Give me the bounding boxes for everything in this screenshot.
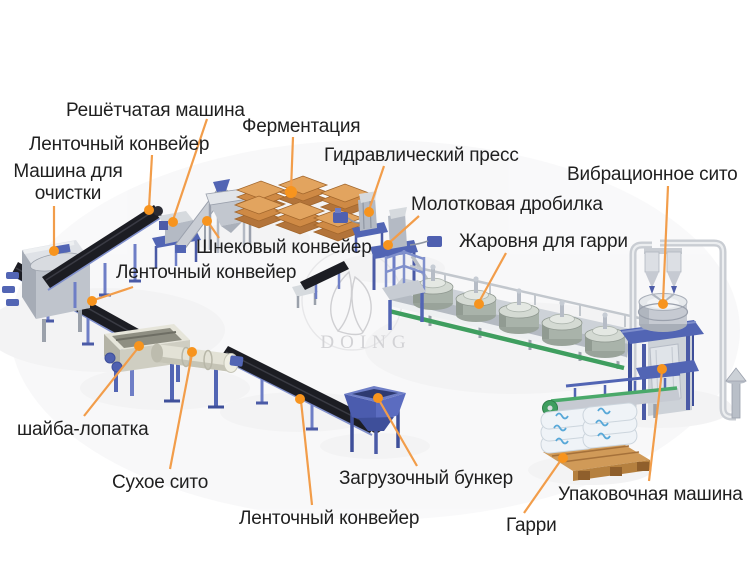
leader-belt-conveyor-2	[93, 285, 134, 302]
marker-dot	[658, 299, 668, 309]
label-loading-hopper: Загрузочный бункер	[339, 468, 513, 489]
leader-hydraulic-press	[367, 165, 386, 211]
garri-bag-stack	[540, 407, 596, 454]
marker-dot	[373, 393, 383, 403]
doing-watermark-text: DOING	[320, 332, 411, 353]
marker-dot	[285, 186, 297, 198]
label-dry-sieve: Сухое сито	[112, 472, 209, 493]
leader-belt-conveyor-3	[299, 400, 314, 506]
fryer-pot	[541, 300, 583, 346]
loading-hopper	[344, 386, 406, 454]
marker-dots	[49, 186, 668, 463]
feed-conveyor	[292, 261, 349, 308]
label-vibrating-sieve: Вибрационное сито	[567, 164, 738, 185]
marker-dot	[383, 240, 393, 250]
label-screw-conveyor: Шнековый конвейер	[196, 237, 372, 258]
belt-conveyor-1	[42, 205, 163, 308]
label-packing-machine: Упаковочная машина	[558, 484, 743, 505]
leader-dry-sieve	[168, 353, 194, 470]
label-cleaning-machine: Машина для очистки	[13, 161, 123, 204]
marker-dot	[295, 394, 305, 404]
cyclone-hoppers	[644, 248, 682, 302]
marker-dot	[187, 347, 197, 357]
exhaust-vent	[725, 367, 747, 419]
label-fermentation: Ферментация	[242, 116, 361, 137]
leader-loading-hopper	[378, 399, 418, 467]
dry-sieve	[151, 343, 244, 409]
marker-dot	[474, 299, 484, 309]
doing-leaf-icon	[330, 270, 372, 336]
label-belt-conveyor-2: Ленточный конвейер	[116, 262, 297, 283]
leader-vibrating-sieve	[661, 185, 670, 303]
marker-dot	[87, 296, 97, 306]
leader-packing-machine	[647, 370, 664, 482]
leader-paddle-washer	[83, 347, 139, 417]
label-paddle-washer: шайба-лопатка	[17, 419, 149, 440]
marker-dot	[364, 207, 374, 217]
fryer-pot	[498, 288, 540, 334]
leader-belt-conveyor-1	[147, 154, 154, 209]
leader-grating-machine	[171, 118, 209, 221]
label-hydraulic-press: Гидравлический пресс	[324, 145, 519, 166]
label-grating-machine: Решётчатая машина	[66, 100, 245, 121]
garri-bags-pallet	[540, 402, 650, 481]
pneumatic-pipes	[629, 239, 747, 421]
marker-dot	[49, 246, 59, 256]
marker-dot	[134, 341, 144, 351]
marker-dot	[657, 364, 667, 374]
leader-fermentation	[289, 136, 295, 191]
leader-garri	[523, 459, 562, 514]
fryer-start-platform	[382, 250, 426, 330]
marker-dot	[168, 217, 178, 227]
leader-garri-fryer	[478, 252, 507, 303]
label-hammer-crusher: Молотковая дробилка	[411, 194, 603, 215]
tray-stack	[233, 195, 285, 229]
leader-lines	[52, 118, 670, 514]
hydraulic-pump	[333, 208, 348, 223]
garri-fryer-line	[382, 250, 649, 371]
marker-dot	[144, 205, 154, 215]
fryer-pot	[584, 312, 626, 358]
marker-dot	[558, 453, 568, 463]
garri-bag-stack	[582, 402, 638, 449]
label-belt-conveyor-3: Ленточный конвейер	[239, 508, 420, 529]
label-belt-conveyor-1: Ленточный конвейер	[29, 134, 210, 155]
crusher-motor	[409, 236, 442, 247]
label-garri-fryer: Жаровня для гарри	[459, 231, 628, 252]
leader-hammer-crusher	[388, 215, 420, 244]
marker-dot	[202, 216, 212, 226]
tray-stack	[274, 201, 326, 235]
label-garri: Гарри	[506, 515, 557, 536]
